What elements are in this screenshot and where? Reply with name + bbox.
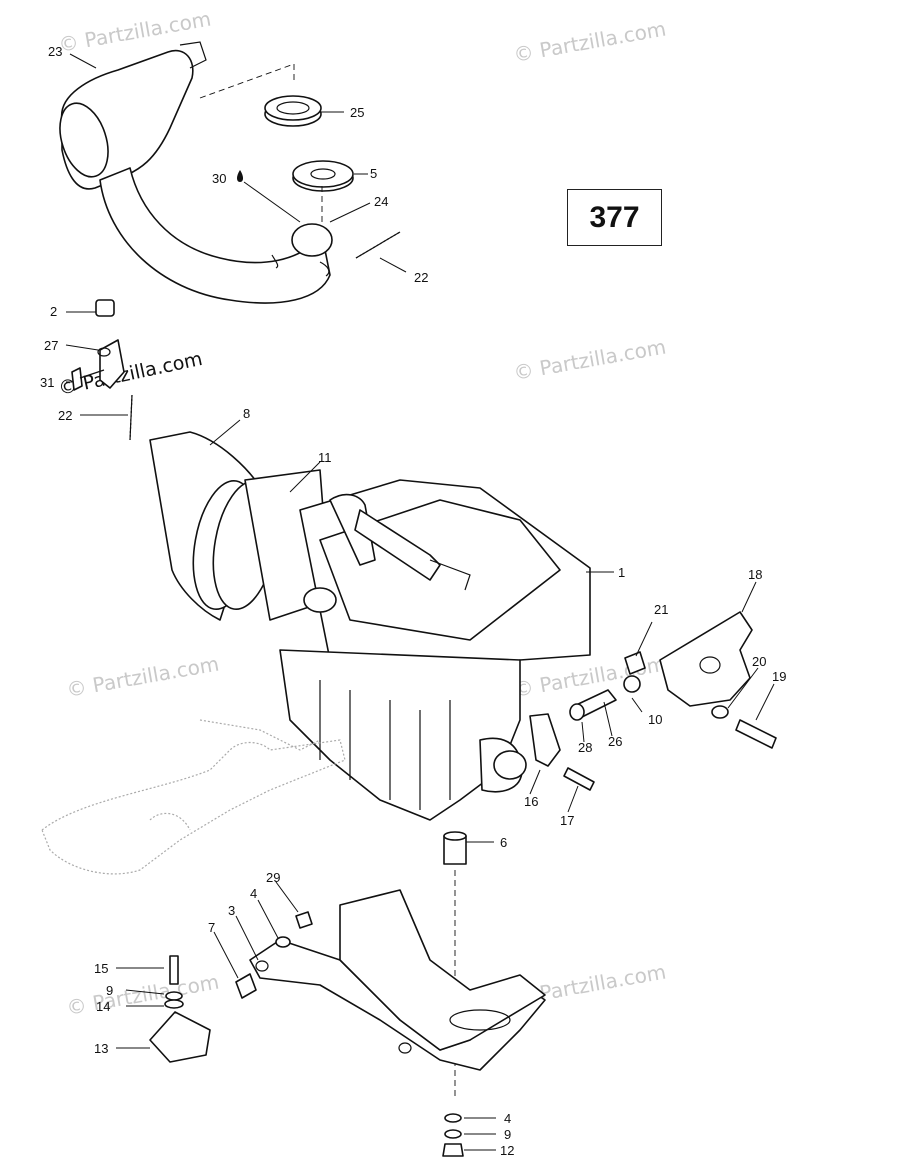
- leader-lines: [65, 53, 775, 1151]
- callout-9-lower: 9: [504, 1127, 511, 1142]
- engine-block: [279, 649, 527, 821]
- callout-24: 24: [374, 194, 388, 209]
- callout-30: 30: [212, 171, 226, 186]
- watermark-2: © Partzilla.com: [512, 16, 668, 66]
- callout-26: 26: [608, 734, 622, 749]
- callout-20: 20: [752, 654, 766, 669]
- callout-22-left: 22: [58, 408, 72, 423]
- callout-4-lower: 4: [504, 1111, 511, 1126]
- callout-labels: 23 25 30 5 24 22 2 27 31 22 8 11 1 18 21…: [40, 44, 786, 1158]
- watermark-4: © Partzilla.com: [512, 334, 668, 384]
- seal: [264, 95, 322, 127]
- callout-13: 13: [94, 1041, 108, 1056]
- callout-4-upper: 4: [250, 886, 257, 901]
- watermark-5: © Partzilla.com: [65, 651, 221, 701]
- sealant-drop-icon: [237, 170, 243, 182]
- callout-21: 21: [654, 602, 668, 617]
- callout-25: 25: [350, 105, 364, 120]
- callout-19: 19: [772, 669, 786, 684]
- callout-29: 29: [266, 870, 280, 885]
- callout-1: 1: [618, 565, 625, 580]
- callout-9-upper: 9: [106, 983, 113, 998]
- mount-plate: [249, 889, 546, 1071]
- muffler-assembly: [149, 431, 591, 691]
- callout-3: 3: [228, 903, 235, 918]
- diagram-reference-number: 377: [567, 189, 662, 246]
- assembly-line-1: [199, 63, 295, 99]
- callout-11: 11: [318, 450, 332, 465]
- spacer: [443, 831, 467, 865]
- callout-14: 14: [96, 999, 110, 1014]
- callout-23: 23: [48, 44, 62, 59]
- washer: [292, 160, 354, 192]
- callout-12: 12: [500, 1143, 514, 1158]
- right-brackets: [529, 611, 777, 791]
- callout-8: 8: [243, 406, 250, 421]
- watermark-1: © Partzilla.com: [57, 6, 213, 56]
- callout-5: 5: [370, 166, 377, 181]
- callout-17: 17: [560, 813, 574, 828]
- callout-6: 6: [500, 835, 507, 850]
- bracket-assembly: [71, 299, 133, 441]
- callout-10: 10: [648, 712, 662, 727]
- ghost-exhaust: [41, 719, 346, 875]
- callout-16: 16: [524, 794, 538, 809]
- callout-15: 15: [94, 961, 108, 976]
- callout-22-top: 22: [414, 270, 428, 285]
- watermark-7: © Partzilla.com: [65, 969, 221, 1019]
- callout-31: 31: [40, 375, 54, 390]
- callout-18: 18: [748, 567, 762, 582]
- callout-7: 7: [208, 920, 215, 935]
- hardware: [149, 911, 464, 1157]
- callout-28: 28: [578, 740, 592, 755]
- spring-top: [355, 231, 401, 259]
- callout-27: 27: [44, 338, 58, 353]
- callout-2: 2: [50, 304, 57, 319]
- exhaust-pipe: [59, 41, 333, 304]
